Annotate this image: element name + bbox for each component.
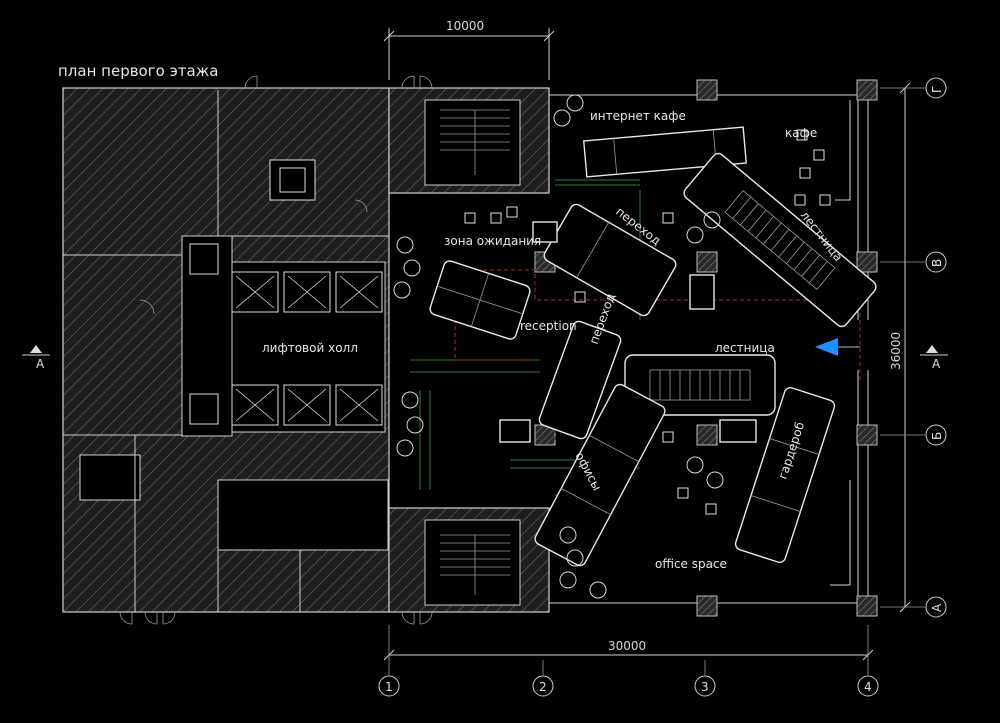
stair-core-top [388, 75, 550, 194]
office-space-label: office space [655, 557, 727, 571]
svg-text:А: А [36, 357, 45, 371]
entrance-arrow-icon [815, 338, 860, 356]
atrium-outline [534, 79, 878, 617]
svg-text:30000: 30000 [608, 639, 646, 653]
dimension-bottom: 30000 [383, 639, 874, 661]
axis-3: 3 [701, 680, 709, 694]
grid-axes-rows: Г В Б А [880, 77, 947, 618]
table-sets [464, 129, 831, 515]
dimension-top: 10000 [383, 19, 555, 80]
axis-row-3: Б [930, 432, 944, 440]
cafe-label: кафе [785, 126, 817, 140]
svg-text:36000: 36000 [889, 332, 903, 370]
axis-1: 1 [385, 680, 393, 694]
lift-hall-label: лифтовой холл [262, 341, 358, 355]
section-mark-right: А [920, 345, 948, 371]
svg-text:10000: 10000 [446, 19, 484, 33]
plants [393, 94, 724, 599]
plan-title: план первого этажа [58, 62, 218, 80]
dimension-right: 36000 [889, 82, 911, 613]
axis-2: 2 [539, 680, 547, 694]
waiting-zone-label: зона ожидания [444, 234, 541, 248]
svg-text:А: А [932, 357, 941, 371]
grid-axes-columns: 1 2 3 4 [378, 625, 879, 697]
axis-4: 4 [864, 680, 872, 694]
existing-building: лифтовой холл [62, 75, 390, 625]
stair-core-bottom [388, 507, 550, 625]
stairs-1-label: лестница [715, 341, 775, 355]
internet-cafe-label: интернет кафе [590, 109, 686, 123]
reception-label: reception [520, 319, 577, 333]
axis-row-2: В [930, 259, 944, 267]
section-mark-left: А [22, 345, 50, 371]
furniture-pods [429, 126, 877, 567]
axis-row-1: Г [930, 86, 944, 93]
axis-row-4: А [930, 603, 944, 612]
